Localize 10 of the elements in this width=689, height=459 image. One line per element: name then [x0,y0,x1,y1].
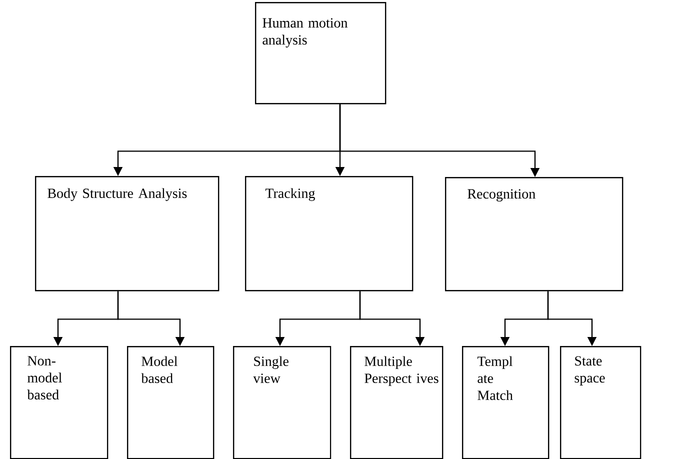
process-box: State space [560,346,642,459]
process-box: Single view [233,346,332,459]
process-box: Human motion analysis [255,2,386,104]
process-box: Multiple Perspect ives [350,346,444,459]
process-box: Tracking [245,176,414,292]
process-box: Model based [127,346,214,459]
process-box: Non- model based [10,346,108,459]
process-box: Templ ate Match [462,346,550,459]
process-box: Recognition [445,177,624,292]
process-box: Body Structure Analysis [35,176,220,292]
